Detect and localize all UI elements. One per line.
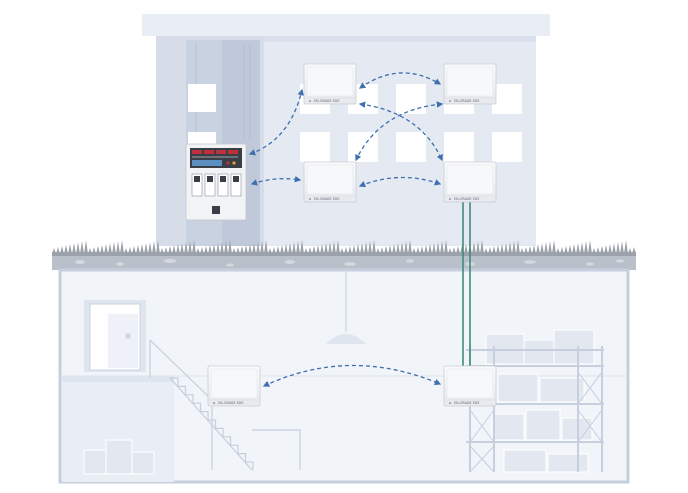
repeater-basement-left: EN-GRADE EDE bbox=[207, 365, 261, 407]
fire-alarm-panel-icon bbox=[185, 143, 247, 221]
vault-door-icon bbox=[84, 300, 146, 372]
repeater-label: EN-GRADE EDE bbox=[314, 197, 340, 201]
link-panel-to-lower-left bbox=[250, 175, 302, 186]
grass bbox=[52, 240, 636, 256]
repeater-label: EN-GRADE EDE bbox=[314, 99, 340, 103]
ceiling-lamp-icon bbox=[326, 272, 366, 344]
link-panel-to-upper-left bbox=[248, 88, 304, 156]
repeater-label: EN-GRADE EDE bbox=[218, 401, 244, 405]
repeater-basement-right: EN-GRADE EDE bbox=[443, 365, 497, 407]
window bbox=[188, 84, 216, 112]
repeater-upper-left: EN-GRADE EDE bbox=[303, 63, 357, 105]
wireless-links bbox=[248, 72, 444, 387]
wired-cable bbox=[462, 200, 471, 370]
link-upper-left-to-upper-right bbox=[358, 72, 442, 89]
link-basement-left-to-right bbox=[262, 364, 442, 387]
storage-rack bbox=[466, 329, 604, 473]
ground-strip bbox=[52, 240, 636, 270]
repeater-lower-right: EN-GRADE EDE bbox=[443, 161, 497, 203]
repeater-label: EN-GRADE EDE bbox=[454, 401, 480, 405]
boxes-stack bbox=[83, 439, 155, 475]
repeater-label: EN-GRADE EDE bbox=[454, 197, 480, 201]
basement bbox=[58, 268, 630, 484]
link-lower-left-to-lower-right bbox=[358, 176, 442, 188]
repeater-label: EN-GRADE EDE bbox=[454, 99, 480, 103]
repeater-upper-right: EN-GRADE EDE bbox=[443, 63, 497, 105]
repeater-lower-left: EN-GRADE EDE bbox=[303, 161, 357, 203]
